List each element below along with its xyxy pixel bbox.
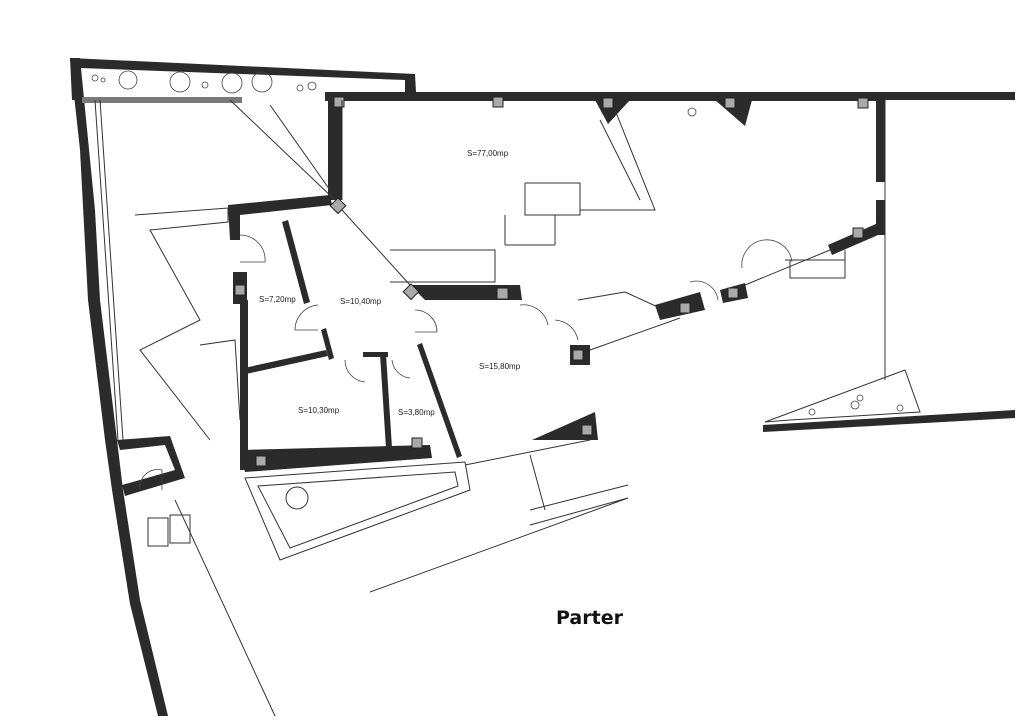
partition <box>363 352 388 357</box>
west-wall <box>70 58 168 716</box>
partition <box>410 285 522 300</box>
room-label: S=15,80mp <box>479 362 521 371</box>
partition <box>380 354 392 448</box>
partition <box>282 220 310 304</box>
south-east-wall <box>763 410 1015 432</box>
east-wall <box>876 92 885 182</box>
annex-wall <box>117 436 185 496</box>
partition <box>417 343 462 458</box>
partition <box>244 350 328 374</box>
planter-plants <box>91 70 317 94</box>
planter-circles <box>808 394 904 416</box>
plan-title: Parter <box>556 607 624 629</box>
pier <box>715 100 752 126</box>
stairs <box>94 99 921 717</box>
columns <box>234 96 869 467</box>
room-wall <box>240 300 248 470</box>
east-wall <box>876 200 885 235</box>
south-wall <box>240 445 432 472</box>
room-label: S=7,20mp <box>259 295 296 304</box>
room-label: S=3,80mp <box>398 408 435 417</box>
room-wall <box>228 195 332 240</box>
north-planter-wall <box>70 58 416 100</box>
north-wall-ext <box>885 92 1015 100</box>
north-wall <box>325 92 885 101</box>
room-label: S=10,40mp <box>340 297 382 306</box>
core-wall <box>328 100 342 200</box>
room-label: S=10,30mp <box>298 406 340 415</box>
room-label-main: S=77,00mp <box>467 149 509 158</box>
door-swings <box>139 107 793 491</box>
planter-strip <box>82 97 242 103</box>
partition <box>321 328 334 360</box>
